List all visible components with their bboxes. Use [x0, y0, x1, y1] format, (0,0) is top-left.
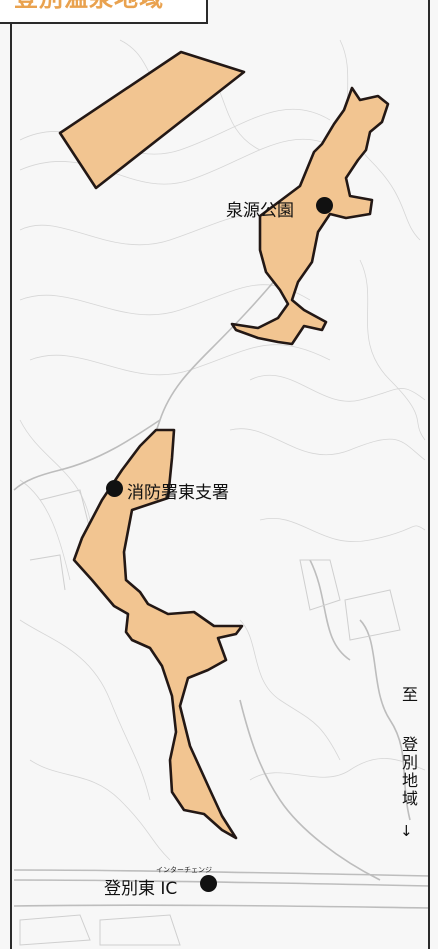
- minor-roads: [19, 489, 401, 946]
- zone-northwest: [58, 50, 246, 190]
- zone-senngen-park: [230, 86, 390, 346]
- roads: [13, 249, 431, 909]
- map-title: 登別温泉地域: [14, 0, 164, 13]
- zone-fire-station: [72, 428, 244, 840]
- hot-spring-zones: [58, 50, 390, 840]
- label-interchange-ruby: インターチェンジ: [156, 866, 212, 874]
- marker-fire-station: [106, 480, 123, 497]
- marker-senngen-park: [316, 197, 333, 214]
- direction-arrow: ↓: [400, 822, 413, 840]
- label-senngen-park: 泉源公園: [226, 201, 294, 221]
- marker-interchange: [200, 875, 217, 892]
- map-frame: [10, 0, 430, 949]
- title-box: 登別温泉地域: [0, 0, 208, 24]
- label-fire-station: 消防署東支署: [127, 483, 229, 503]
- direction-to: 至: [399, 686, 418, 704]
- direction-destination: 登別地域: [399, 736, 418, 808]
- label-interchange: 登別東 IC: [104, 879, 178, 899]
